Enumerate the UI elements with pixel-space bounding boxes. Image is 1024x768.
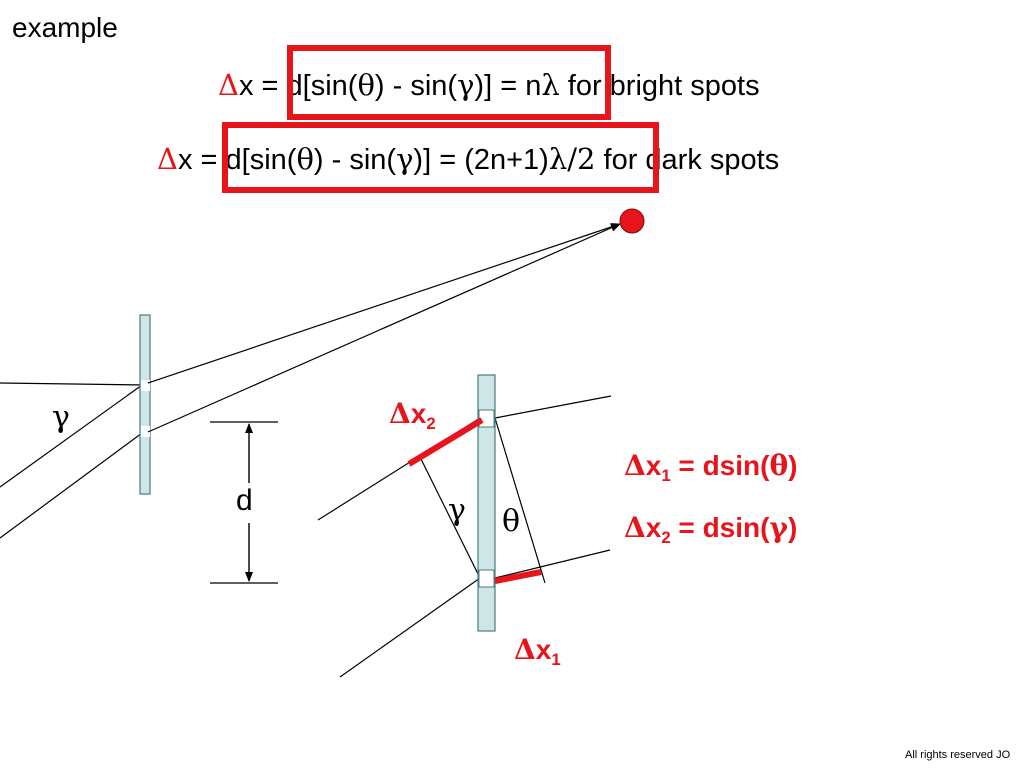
diffracted-ray-lower — [147, 223, 621, 433]
right-upper-slit-gap — [478, 409, 495, 428]
delta-symbol: Δ — [624, 511, 646, 544]
subscript: 1 — [661, 465, 671, 485]
subscript: 1 — [551, 649, 561, 669]
delta-x2-label: Δx2 — [389, 397, 436, 433]
eq-boxed-part-b: ) - sin( — [313, 144, 397, 176]
gamma-symbol: γ — [769, 511, 788, 544]
eq-rhs-b: for dark spots — [595, 144, 780, 176]
gamma-angle-label: γ — [52, 400, 70, 435]
incident-ray-middle — [0, 384, 143, 488]
incident-ray-bottom — [0, 432, 143, 539]
eq-rhs-a: = n — [492, 70, 542, 102]
eq-lhs: x = — [238, 70, 287, 102]
delta-x1-definition: Δx1 = dsin(θ) — [624, 449, 798, 485]
theta-symbol: θ — [357, 68, 375, 102]
subscript: 2 — [661, 527, 671, 547]
upper-slit-gap — [141, 380, 150, 391]
eq-boxed-part-c: )] — [413, 144, 432, 176]
delta-symbol: Δ — [389, 397, 411, 430]
lambda-symbol: λ — [541, 68, 560, 102]
half-fraction: /2 — [567, 142, 596, 176]
right-lower-slit-gap — [478, 569, 495, 588]
definition-rhs-a: = dsin( — [670, 512, 770, 543]
incident-ray-lower-right — [339, 577, 481, 678]
slide-title: example — [12, 12, 118, 43]
delta-symbol: Δ — [624, 449, 646, 482]
definition-rhs-b: ) — [787, 512, 798, 543]
delta-x2-definition: Δx2 = dsin(γ) — [624, 511, 798, 547]
delta-symbol: Δ — [157, 142, 178, 176]
x-symbol: x — [410, 398, 427, 429]
eq-lhs: x = — [177, 144, 226, 176]
bright-spot-dot — [619, 208, 645, 234]
x-symbol: x — [645, 450, 662, 481]
theta-symbol: θ — [296, 142, 314, 176]
dark-spot-equation: Δx = d[sin(θ) - sin(γ)] = (2n+1)λ/2 for … — [157, 142, 779, 177]
definition-rhs-b: ) — [788, 450, 798, 481]
dark-equation-highlight-box — [222, 122, 659, 193]
gamma-symbol: γ — [396, 142, 414, 176]
bright-equation-highlight-box — [287, 45, 611, 120]
theta-symbol: θ — [769, 449, 789, 482]
gamma-symbol: γ — [457, 68, 475, 102]
eq-boxed-part-c: )] — [474, 70, 493, 102]
x-symbol: x — [645, 512, 662, 543]
delta-x1-label: Δx1 — [514, 633, 561, 669]
eq-rhs-a: = (2n+1) — [431, 144, 549, 176]
diffracted-ray-lower-right — [494, 549, 611, 579]
eq-boxed-part-a: d[sin( — [286, 70, 358, 102]
lambda-symbol: λ — [548, 142, 568, 176]
path-difference-segment-2 — [407, 417, 484, 467]
construction-line-gamma — [419, 456, 481, 579]
x-symbol: x — [535, 634, 552, 665]
delta-symbol: Δ — [218, 68, 239, 102]
subscript: 2 — [426, 413, 436, 433]
eq-rhs-b: for bright spots — [559, 70, 760, 102]
bright-spot-equation: Δx = d[sin(θ) - sin(γ)] = nλ for bright … — [218, 68, 760, 103]
construction-line-theta — [494, 417, 546, 584]
lower-slit-gap — [141, 426, 150, 437]
gamma-angle-label-right: γ — [448, 493, 466, 528]
right-grating-bar — [477, 374, 496, 632]
diffracted-ray-upper — [147, 223, 621, 384]
theta-angle-label-right: θ — [502, 504, 521, 539]
eq-boxed-part-b: ) - sin( — [374, 70, 458, 102]
slit-spacing-label: d — [236, 484, 253, 517]
incident-ray-top — [0, 382, 147, 386]
left-grating-bar — [139, 314, 151, 495]
path-difference-segment-1 — [494, 569, 542, 584]
copyright-footer: All rights reserved JO — [905, 749, 1011, 761]
delta-symbol: Δ — [514, 633, 536, 666]
definition-rhs-a: = dsin( — [670, 450, 770, 481]
eq-boxed-part-a: d[sin( — [225, 144, 297, 176]
diffracted-ray-upper-right — [494, 395, 612, 419]
